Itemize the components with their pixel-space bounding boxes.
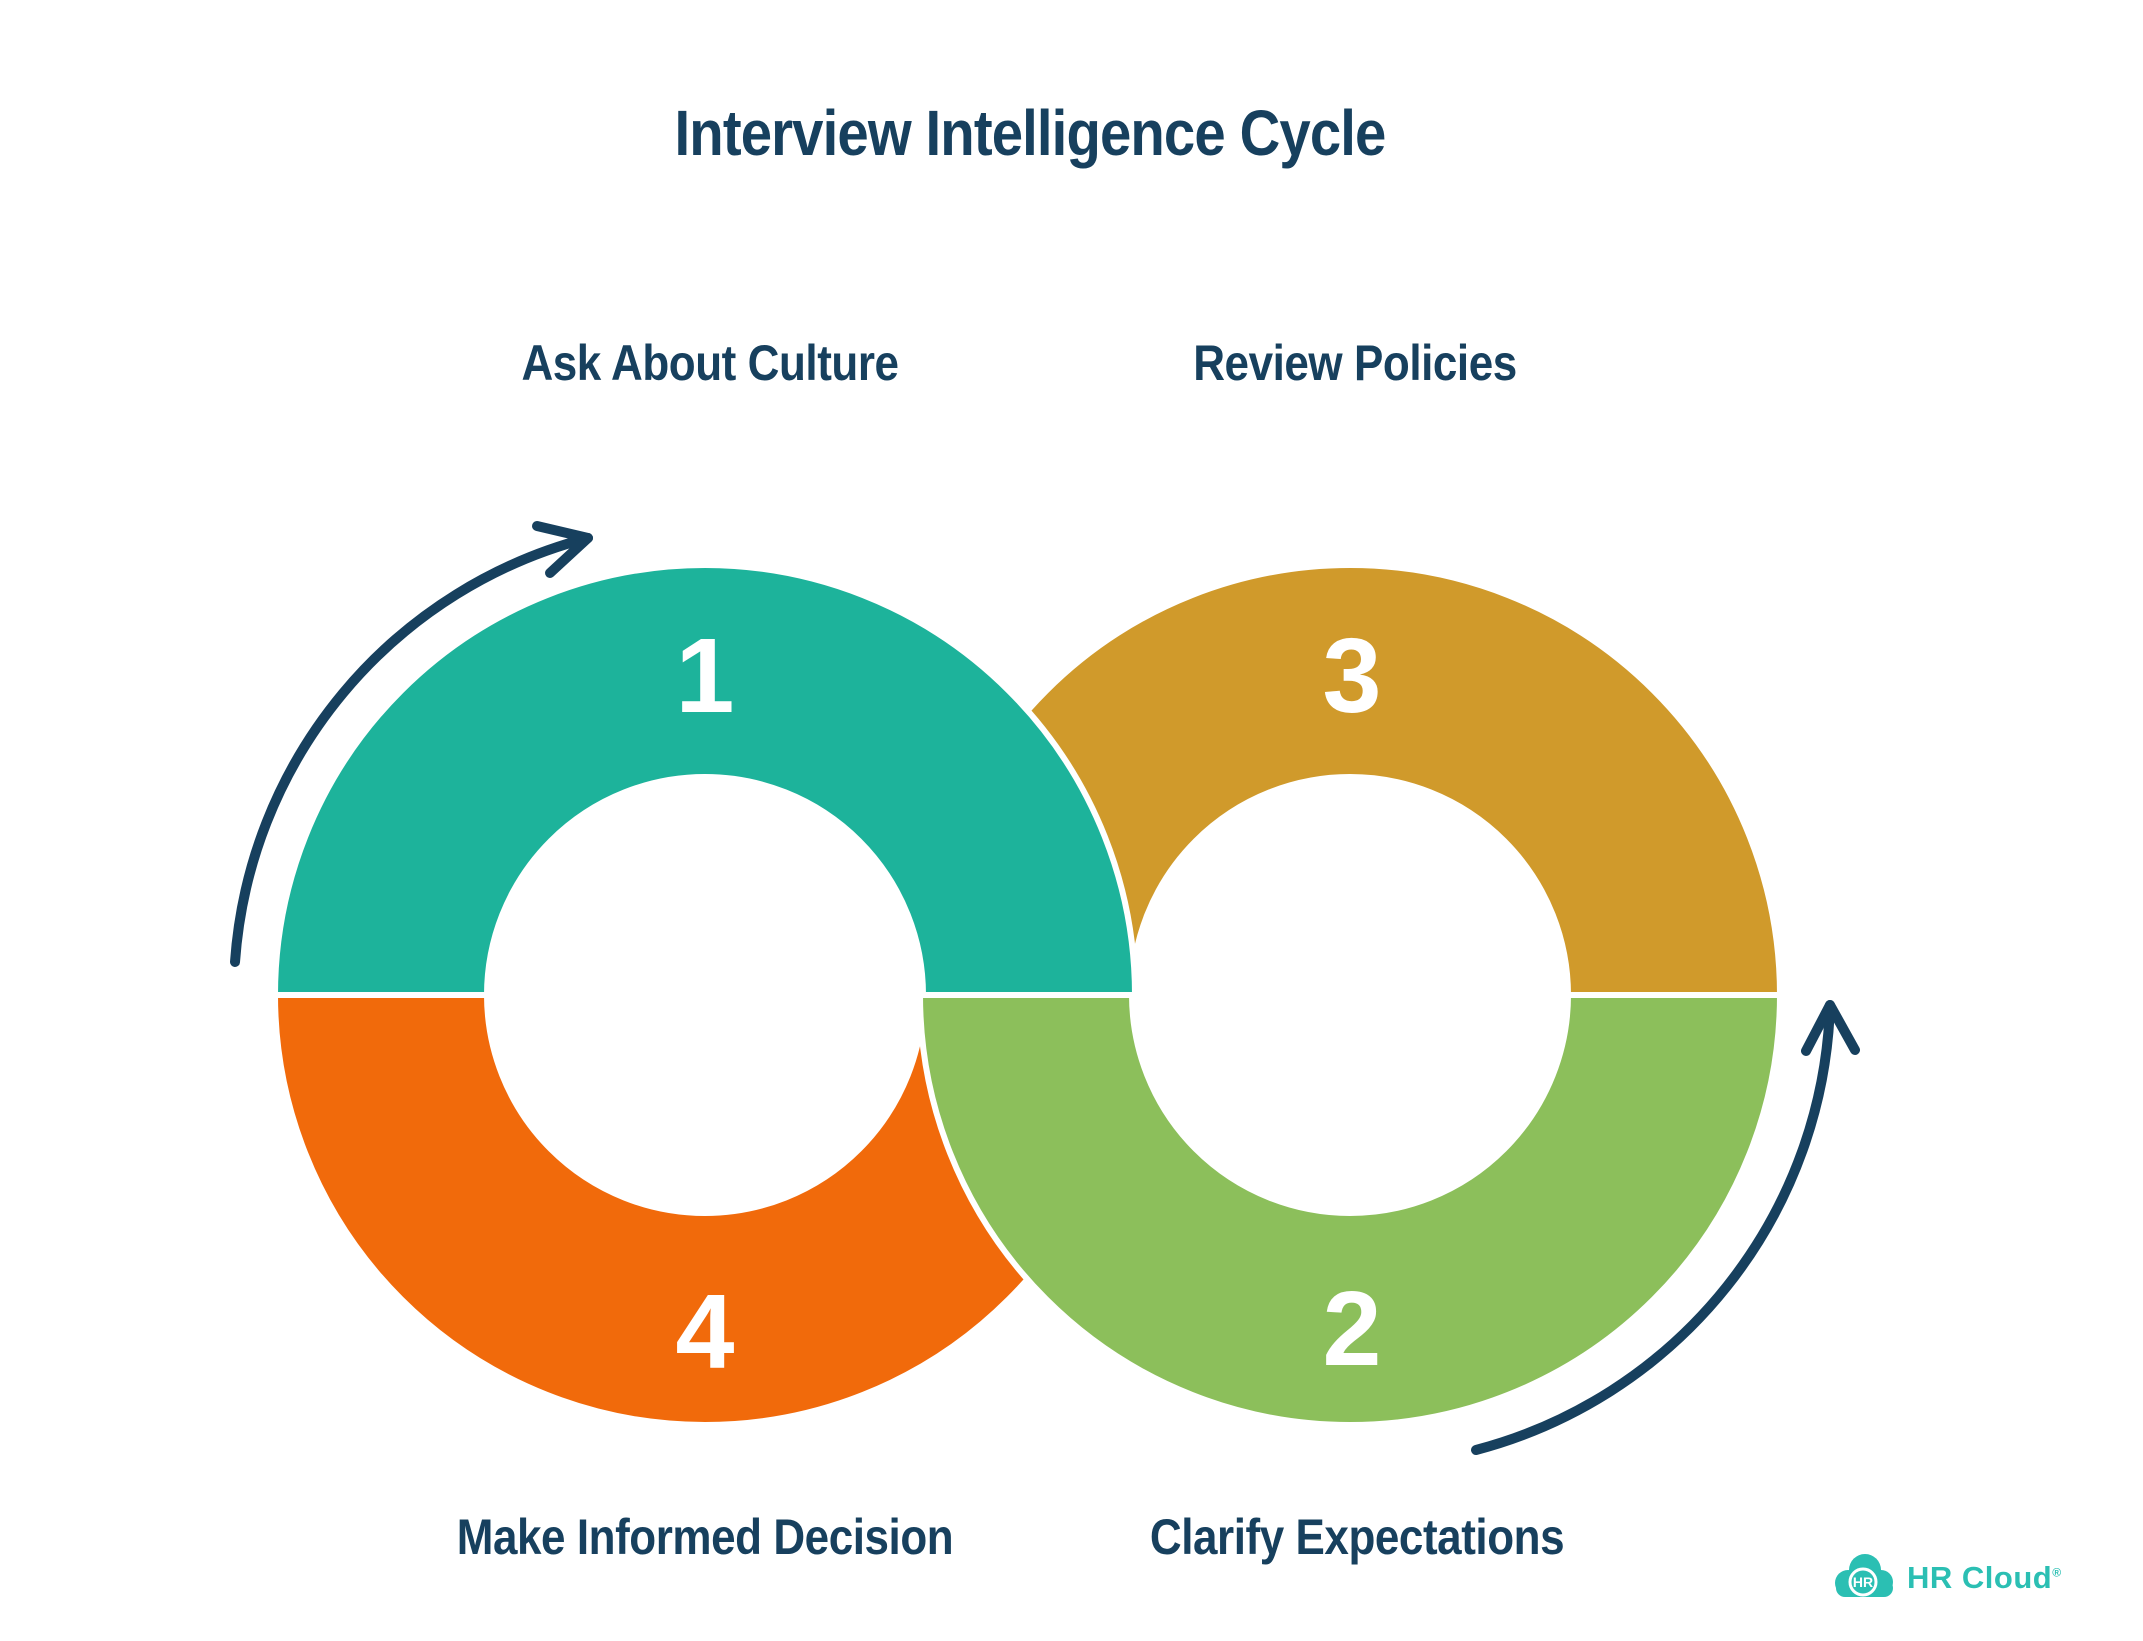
hr-cloud-name: HR Cloud xyxy=(1907,1559,2053,1595)
label-step-3-review-policies: Review Policies xyxy=(1193,335,1517,391)
flow-arrow-bottom-right-arc xyxy=(1471,1000,1835,1455)
ring-segment-step-4-orange xyxy=(271,992,1139,1428)
label-step-1-ask-about-culture: Ask About Culture xyxy=(521,335,899,391)
diagram-title: Interview Intelligence Cycle xyxy=(674,97,1387,169)
step-4-number: 4 xyxy=(676,1273,735,1391)
hr-cloud-icon: HR xyxy=(1835,1554,1893,1597)
step-3-number: 3 xyxy=(1323,617,1382,735)
hr-cloud-logo: HR HR Cloud® xyxy=(1833,1551,2062,1603)
flow-arrow-top-left-arc xyxy=(230,533,593,967)
cloud-hr-ring xyxy=(1848,1567,1878,1597)
label-step-4-make-informed-decision: Make Informed Decision xyxy=(456,1509,954,1565)
label-step-2-clarify-expectations: Clarify Expectations xyxy=(1149,1509,1565,1565)
flow-arrow-top-left xyxy=(230,521,593,967)
registered-mark: ® xyxy=(2052,1565,2062,1580)
flow-arrow-top-left-head xyxy=(532,521,593,578)
step-2-number: 2 xyxy=(1323,1270,1382,1388)
flow-arrow-bottom-right-head xyxy=(1801,1000,1860,1056)
ring-segment-step-1-teal xyxy=(271,562,1139,998)
hr-cloud-wordmark: HR Cloud® xyxy=(1907,1562,2062,1593)
ring-segment-step-3-gold xyxy=(916,562,1784,998)
ring-segment-step-2-green xyxy=(916,992,1784,1428)
flow-arrow-bottom-right xyxy=(1471,1000,1860,1455)
cloud-hr-text: HR xyxy=(1853,1574,1873,1590)
step-1-number: 1 xyxy=(676,617,735,735)
